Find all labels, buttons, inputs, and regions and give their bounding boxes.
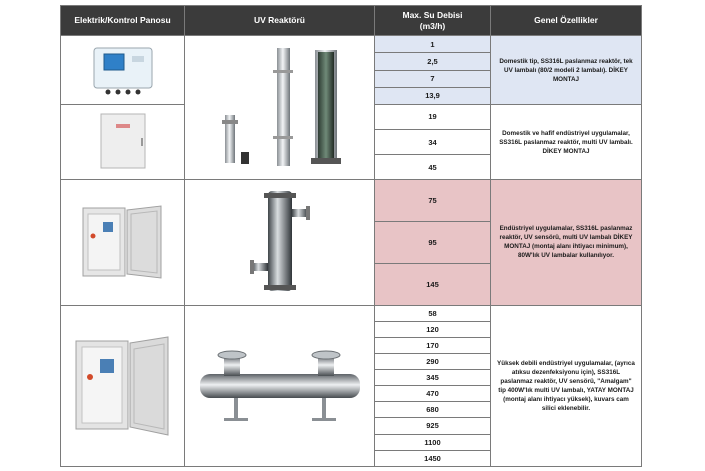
flow-value: 95 (374, 220, 491, 265)
control-panel-image-4 (60, 304, 185, 468)
table-row: 2,5 (61, 52, 642, 71)
table-row: 95 (61, 220, 642, 265)
uv-reactor-table: Elektrik/Kontrol Panosu UV Reaktörü Max.… (60, 4, 642, 468)
flow-value: 13,9 (374, 86, 491, 105)
features-cell: Yüksek debili endüstriyel uygulamalar, (… (490, 304, 642, 468)
flow-value: 58 (374, 304, 491, 322)
flow-value: 1 (374, 35, 491, 54)
flow-value: 925 (374, 417, 491, 435)
features-cell: Endüstriyel uygulamalar, SS316L paslanma… (490, 179, 642, 306)
control-box-icon (93, 47, 152, 95)
table-row: 1450 (61, 449, 642, 468)
header-panel: Elektrik/Kontrol Panosu (60, 4, 185, 37)
flow-value: 75 (374, 179, 491, 222)
flow-value: 145 (374, 263, 491, 306)
flow-value: 45 (374, 154, 491, 181)
header-features: Genel Özellikler (490, 4, 642, 37)
horizontal-reactor-icon (199, 350, 360, 421)
control-panel-image-1 (60, 35, 185, 105)
vertical-reactors-icon (221, 48, 341, 167)
table-row: 34 (61, 129, 642, 156)
reactor-image-3 (184, 304, 375, 468)
flow-value: 120 (374, 320, 491, 338)
table-row: 1 Domestik tip, SS316L paslanmaz reaktör… (60, 35, 642, 181)
cabinet-icon (100, 113, 145, 169)
header-flow: Max. Su Debisi (m3/h) (374, 4, 491, 37)
header-reactor: UV Reaktörü (184, 4, 375, 37)
flow-value: 1450 (374, 449, 491, 468)
flow-value: 470 (374, 385, 491, 403)
large-open-cabinet-icon (75, 336, 168, 436)
flow-value: 680 (374, 401, 491, 419)
reactor-image-2 (184, 179, 375, 306)
table-row: 145 (61, 263, 642, 306)
table-row: 45 (61, 154, 642, 181)
flow-value: 7 (374, 69, 491, 88)
reactor-image-1 (184, 35, 375, 181)
open-cabinet-icon (82, 205, 161, 280)
multi-lamp-reactor-icon (249, 191, 310, 292)
header-row: Elektrik/Kontrol Panosu UV Reaktörü Max.… (60, 4, 642, 37)
table-row: 58 Yüksek debili endüstriyel uygulamalar… (60, 304, 642, 468)
flow-value: 19 (374, 103, 491, 131)
flow-value: 34 (374, 129, 491, 156)
flow-value: 1100 (374, 433, 491, 451)
control-panel-image-3 (60, 179, 185, 306)
table-row: 75 Endüstriyel uygulamalar, SS316L pasla… (60, 179, 642, 306)
features-cell: Domestik ve hafif endüstriyel uygulamala… (490, 103, 642, 181)
flow-value: 345 (374, 369, 491, 387)
control-panel-image-2 (60, 103, 185, 181)
flow-value: 290 (374, 352, 491, 371)
flow-value: 170 (374, 336, 491, 354)
features-cell: Domestik tip, SS316L paslanmaz reaktör, … (490, 35, 642, 105)
flow-value: 2,5 (374, 52, 491, 71)
